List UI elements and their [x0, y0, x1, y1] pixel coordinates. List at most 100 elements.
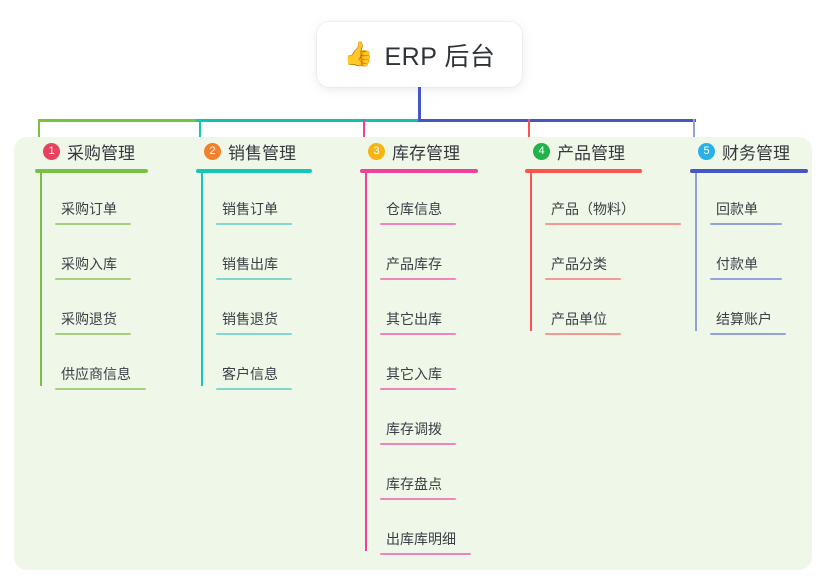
leaf-node[interactable]: 产品（物料） — [545, 199, 681, 225]
leaf-node-label: 付款单 — [716, 256, 758, 272]
leaf-node-label: 采购入库 — [61, 256, 117, 272]
branch-number-badge: 3 — [368, 142, 385, 160]
leaf-node-label: 采购退货 — [61, 311, 117, 327]
bus-line-left — [38, 119, 418, 122]
branch-number-badge: 5 — [698, 142, 715, 160]
leaf-node-underline — [216, 333, 292, 335]
leaf-node-label: 销售订单 — [222, 201, 278, 217]
leaf-node-underline — [710, 333, 786, 335]
branch-title: 采购管理 — [67, 143, 135, 163]
leaf-node-underline — [380, 443, 456, 445]
leaf-node-underline — [55, 388, 146, 390]
branch-title: 产品管理 — [557, 143, 625, 163]
leaf-node-underline — [545, 278, 621, 280]
leaf-node-label: 其它出库 — [386, 311, 442, 327]
leaf-node-label: 采购订单 — [61, 201, 117, 217]
leaf-node[interactable]: 客户信息 — [216, 364, 292, 390]
branch-underline — [690, 169, 808, 173]
leaf-node-underline — [380, 333, 456, 335]
leaf-node-label: 产品分类 — [551, 256, 607, 272]
leaf-node-underline — [55, 333, 131, 335]
branch-header[interactable]: 4 产品管理 — [525, 137, 675, 165]
leaf-node[interactable]: 销售出库 — [216, 254, 292, 280]
leaf-node[interactable]: 仓库信息 — [380, 199, 456, 225]
branch-header[interactable]: 5 财务管理 — [690, 137, 839, 165]
leaf-node-underline — [55, 278, 131, 280]
leaf-node-underline — [545, 333, 621, 335]
leaf-node-underline — [710, 278, 782, 280]
leaf-node[interactable]: 回款单 — [710, 199, 782, 225]
leaf-node[interactable]: 销售退货 — [216, 309, 292, 335]
leaf-node-underline — [216, 223, 292, 225]
leaf-node[interactable]: 供应商信息 — [55, 364, 146, 390]
leaf-node[interactable]: 库存调拨 — [380, 419, 456, 445]
leaf-node-label: 出库库明细 — [386, 531, 456, 547]
leaf-node[interactable]: 采购入库 — [55, 254, 131, 280]
leaf-node-label: 结算账户 — [716, 311, 772, 327]
leaf-node-label: 销售出库 — [222, 256, 278, 272]
leaf-node-label: 产品（物料） — [551, 201, 635, 217]
leaf-node-underline — [545, 223, 681, 225]
branch-column: 1 采购管理采购订单采购入库采购退货供应商信息 — [35, 137, 185, 390]
leaf-node-label: 回款单 — [716, 201, 758, 217]
branch-spine — [695, 173, 697, 331]
leaf-node-label: 仓库信息 — [386, 201, 442, 217]
leaf-node-label: 库存调拨 — [386, 421, 442, 437]
branch-column: 5 财务管理回款单付款单结算账户 — [690, 137, 839, 335]
root-node-title: ERP 后台 — [384, 42, 496, 71]
leaf-node-label: 客户信息 — [222, 366, 278, 382]
branch-underline — [35, 169, 148, 173]
leaf-node[interactable]: 其它入库 — [380, 364, 456, 390]
branch-title: 财务管理 — [722, 143, 790, 163]
branch-title: 销售管理 — [228, 143, 296, 163]
leaf-node[interactable]: 付款单 — [710, 254, 782, 280]
leaf-node-label: 其它入库 — [386, 366, 442, 382]
leaf-node-label: 销售退货 — [222, 311, 278, 327]
leaf-node-underline — [380, 278, 456, 280]
bus-line-segment-1 — [38, 119, 196, 122]
leaf-node-underline — [216, 278, 292, 280]
leaf-node-label: 产品库存 — [386, 256, 442, 272]
branch-spine — [201, 173, 203, 386]
leaf-node[interactable]: 库存盘点 — [380, 474, 456, 500]
leaf-node[interactable]: 销售订单 — [216, 199, 292, 225]
leaf-node-underline — [710, 223, 782, 225]
branch-underline — [196, 169, 312, 173]
leaf-node[interactable]: 产品单位 — [545, 309, 621, 335]
branch-spine — [365, 173, 367, 551]
leaf-node-label: 产品单位 — [551, 311, 607, 327]
branch-number-badge: 1 — [43, 142, 60, 160]
leaf-node[interactable]: 产品库存 — [380, 254, 456, 280]
branch-spine — [40, 173, 42, 386]
thumbs-up-icon: 👍 — [343, 40, 374, 68]
branch-spine — [530, 173, 532, 331]
root-stem-connector — [418, 87, 421, 122]
leaf-node[interactable]: 出库库明细 — [380, 529, 471, 555]
leaf-node[interactable]: 其它出库 — [380, 309, 456, 335]
branch-underline — [360, 169, 478, 173]
leaf-node-underline — [380, 388, 456, 390]
leaf-node-underline — [380, 553, 471, 555]
leaf-node-label: 供应商信息 — [61, 366, 131, 382]
leaf-node-underline — [380, 498, 456, 500]
branch-column: 3 库存管理仓库信息产品库存其它出库其它入库库存调拨库存盘点出库库明细 — [360, 137, 510, 555]
leaf-node[interactable]: 产品分类 — [545, 254, 621, 280]
leaf-node-label: 库存盘点 — [386, 476, 442, 492]
branch-header[interactable]: 1 采购管理 — [35, 137, 185, 165]
leaf-node-underline — [55, 223, 131, 225]
leaf-node-underline — [380, 223, 456, 225]
branch-header[interactable]: 3 库存管理 — [360, 137, 510, 165]
root-node-content: 👍 ERP 后台 — [344, 37, 496, 73]
leaf-node[interactable]: 结算账户 — [710, 309, 786, 335]
leaf-node-underline — [216, 388, 292, 390]
bus-line-right — [418, 119, 696, 122]
branch-column: 4 产品管理产品（物料） 产品分类产品单位 — [525, 137, 681, 335]
branch-title: 库存管理 — [392, 143, 460, 163]
branch-number-badge: 4 — [533, 142, 550, 160]
leaf-node[interactable]: 采购退货 — [55, 309, 131, 335]
root-node[interactable]: 👍 ERP 后台 — [317, 22, 522, 87]
leaf-node[interactable]: 采购订单 — [55, 199, 131, 225]
branch-underline — [525, 169, 642, 173]
